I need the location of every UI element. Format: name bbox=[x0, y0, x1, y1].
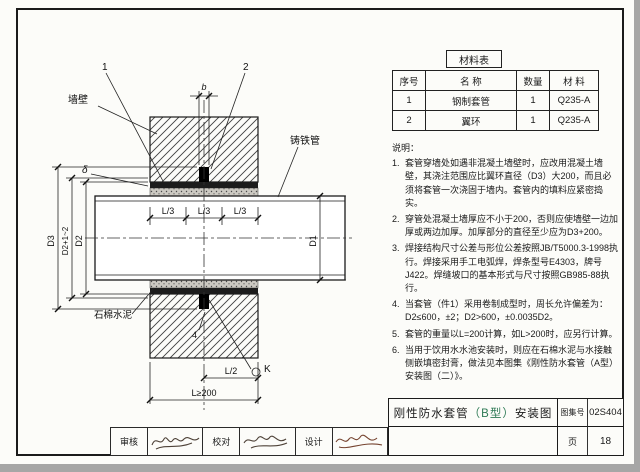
note-item: 1. 套管穿墙处如遇非混凝土墙壁时，应改用混凝土墙壁，其浇注范围应比翼环直径（D… bbox=[392, 158, 612, 208]
dimension-ticks bbox=[54, 92, 324, 404]
table-row: 2 翼环 1 Q235-A bbox=[392, 110, 599, 131]
atlas-number-label: 图集号 bbox=[558, 399, 588, 427]
asbestos-label: 石棉水泥 bbox=[94, 309, 133, 321]
centerlines bbox=[85, 100, 352, 410]
note-item: 3. 焊接结构尺寸公差与形位公差按照JB/T5000.3-1998执行。焊接采用… bbox=[392, 243, 619, 294]
callout-1: 1 bbox=[102, 62, 108, 73]
wall-label: 墙壁 bbox=[68, 93, 88, 106]
dim-label-d1: D1 bbox=[308, 235, 318, 247]
dim-label-b: b bbox=[201, 82, 206, 92]
col-header-qty: 数量 bbox=[516, 70, 550, 91]
reviewer-signature bbox=[148, 428, 204, 455]
title-block-empty-cell bbox=[389, 427, 558, 455]
notes-section: 说明： 1. 套管穿墙处如遇非混凝土墙壁时，应改用混凝土墙壁，其浇注范围应比翼环… bbox=[392, 142, 620, 386]
designer-label: 设计 bbox=[296, 428, 333, 455]
page-number: 18 bbox=[599, 435, 612, 447]
note-item: 5. 套管的重量以L=200计算，如L>200时，应另行计算。 bbox=[392, 328, 618, 339]
proofreader-label: 校对 bbox=[203, 428, 241, 455]
atlas-number: 02S404 bbox=[588, 399, 623, 427]
weld-mark-label: K bbox=[264, 364, 271, 375]
materials-table: 序号 名 称 数量 材 料 1 钢制套管 1 Q235-A 2 翼环 1 Q23… bbox=[392, 70, 599, 131]
materials-table-title: 材料表 bbox=[446, 50, 502, 68]
designer-signature bbox=[333, 428, 387, 455]
notes-heading: 说明： bbox=[392, 143, 420, 153]
leader-lines bbox=[90, 72, 299, 377]
dim-label-l3-a: L/3 bbox=[162, 206, 175, 216]
dim-label-l2: L/2 bbox=[225, 366, 238, 376]
scanned-page: 1 2 b δ 墙壁 铸铁管 石棉水泥 L/3 L/3 L/3 L/2 L≥20… bbox=[0, 0, 634, 464]
note-item: 2. 穿管处混凝土墙厚应不小于200，否则应使墙壁一边加厚或两边加厚。加厚部分的… bbox=[392, 214, 619, 238]
signature-row: 审核 校对 设计 bbox=[110, 427, 388, 456]
pipe-label: 铸铁管 bbox=[290, 134, 320, 147]
note-item: 6. 当用于饮用水水池安装时，则应在石棉水泥与水接触侧嵌填密封膏，做法见本图集《… bbox=[392, 344, 619, 382]
proofreader-signature bbox=[240, 428, 296, 455]
col-header-name: 名 称 bbox=[425, 70, 517, 91]
table-row: 1 钢制套管 1 Q235-A bbox=[392, 90, 599, 111]
page-number-label: 页 bbox=[558, 427, 588, 455]
weld-size-label: 4 bbox=[192, 330, 197, 340]
col-header-no: 序号 bbox=[392, 70, 426, 91]
callout-2: 2 bbox=[243, 62, 249, 73]
table-header-row: 序号 名 称 数量 材 料 bbox=[392, 70, 599, 91]
drawing-title: 刚性防水套管（B型）安装图 bbox=[389, 399, 558, 427]
dim-label-lmin: L≥200 bbox=[192, 388, 217, 398]
title-block: 刚性防水套管（B型）安装图 图集号 02S404 页 18 bbox=[388, 398, 624, 456]
weld-all-around-icon bbox=[251, 367, 261, 377]
dim-label-l3-b: L/3 bbox=[198, 206, 211, 216]
dim-label-d3: D3 bbox=[46, 235, 56, 247]
drawing-type-badge: （B型） bbox=[468, 407, 515, 420]
reviewer-label: 审核 bbox=[111, 428, 148, 455]
note-item: 4. 当套管（件1）采用卷制成型时，周长允许偏差为：D2≤600，±2；D2>6… bbox=[392, 299, 609, 323]
dim-label-l3-c: L/3 bbox=[234, 206, 247, 216]
dimension-lines bbox=[52, 91, 346, 404]
dim-label-d2: D2 bbox=[74, 235, 84, 247]
dim-label-d2-clearance: D2+1~2 bbox=[61, 226, 70, 255]
col-header-mat: 材 料 bbox=[549, 70, 599, 91]
dim-label-delta: δ bbox=[82, 165, 88, 176]
